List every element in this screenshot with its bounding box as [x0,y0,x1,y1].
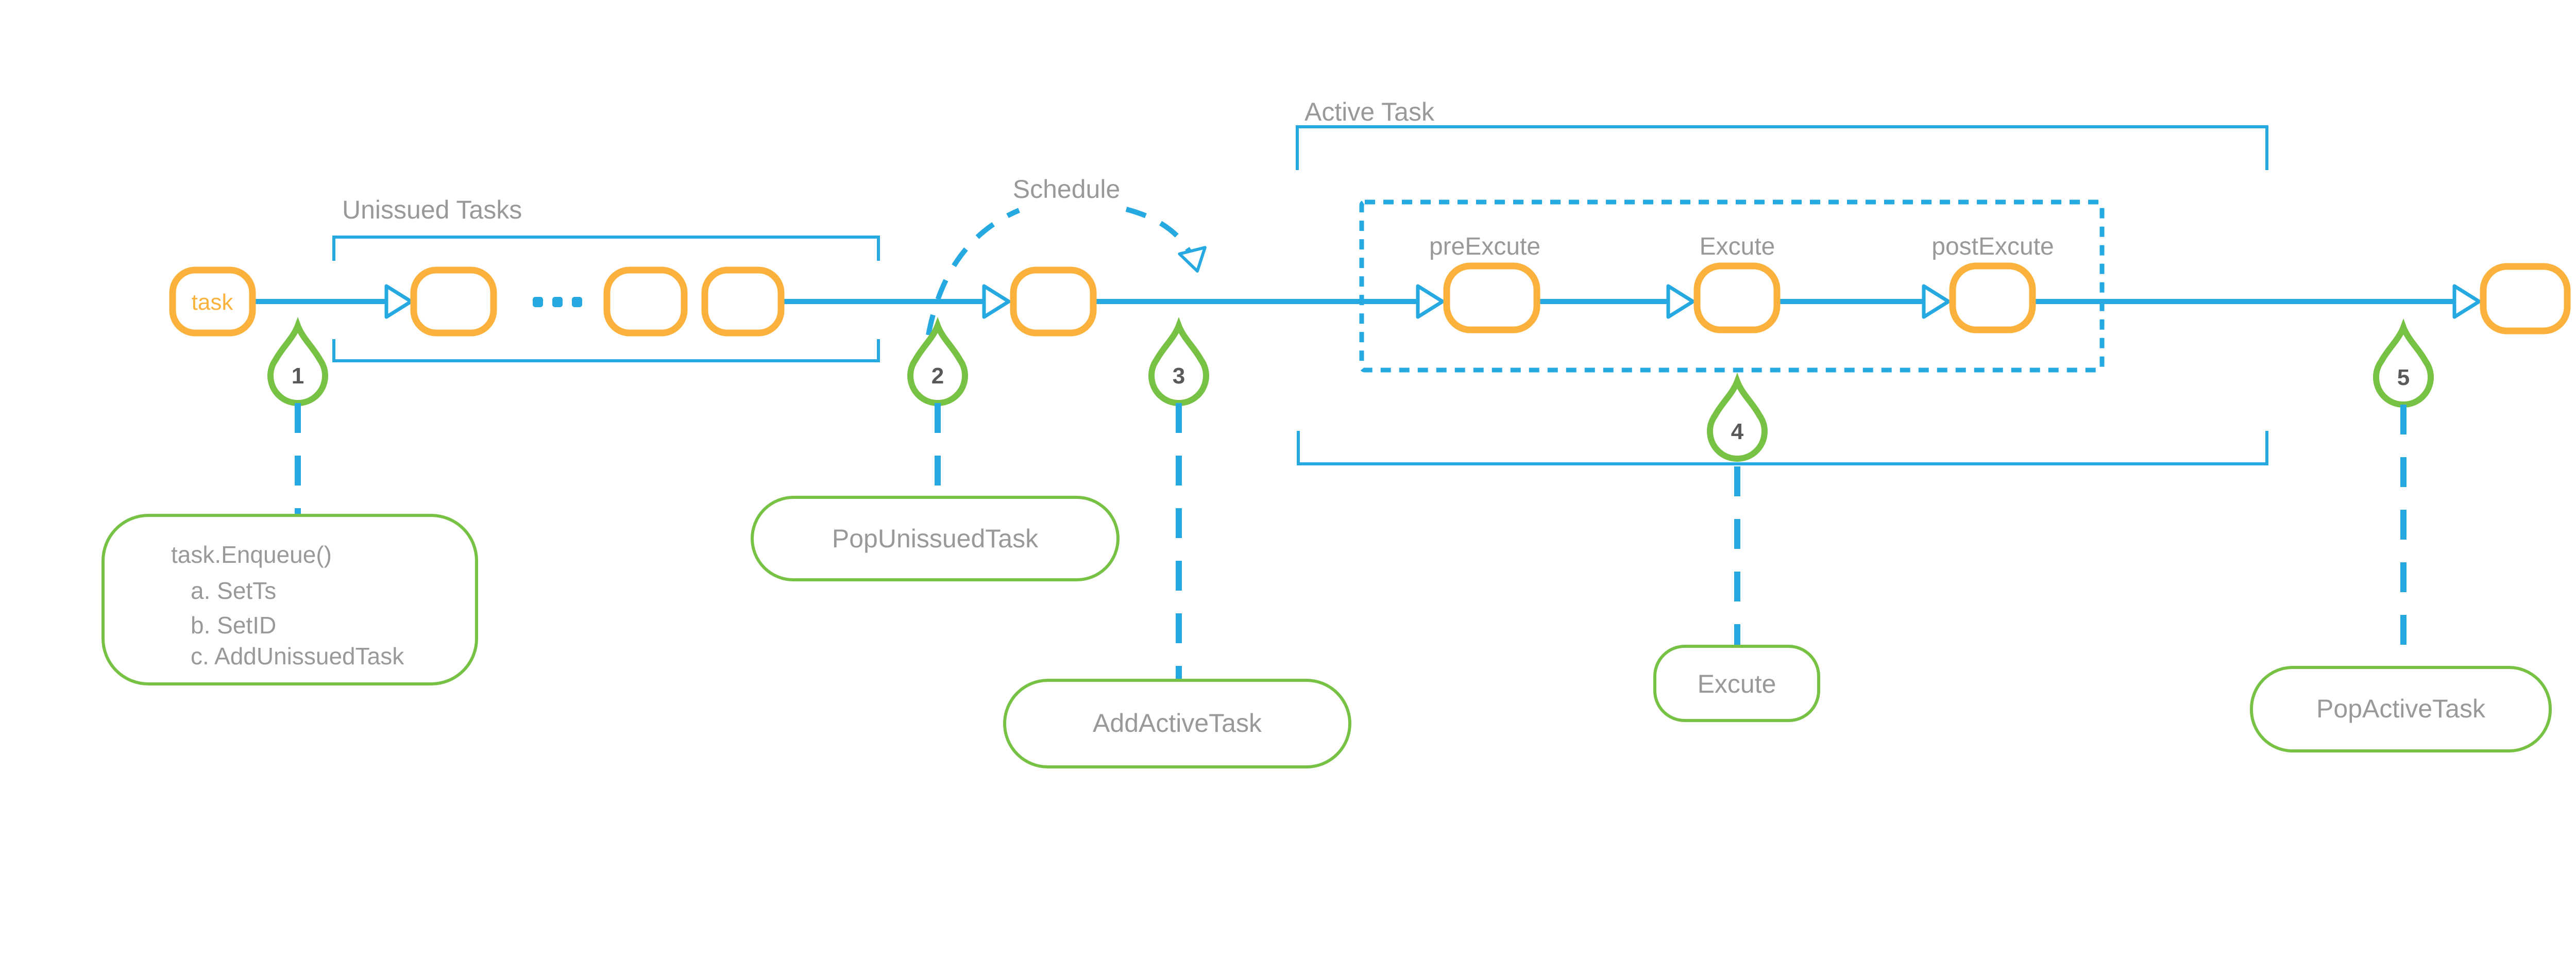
step-markers: 1 2 3 4 5 [270,326,2431,459]
marker-number: 2 [931,363,944,389]
arrowhead-icon [2454,286,2479,317]
active-task-section: Active Task preExcute Excute postExcute [1296,97,2268,465]
unissued-tasks-top-bracket [332,236,880,261]
task-node-shape [169,266,256,337]
unissued-tasks-section: Unissued Tasks [332,195,880,362]
excute-label: Excute [1700,233,1775,260]
schedule-annotation: Schedule [926,175,1210,336]
callout-text-line: b. SetID [191,612,276,639]
callout-enqueue: task.Enqueue() a. SetTs b. SetID c. AddU… [101,514,478,685]
callout-text: Excute [1698,669,1776,698]
unissued-queue-node [701,266,785,337]
active-task-label: Active Task [1304,97,1435,126]
callout-text: PopUnissuedTask [832,524,1039,553]
marker-connectors [295,403,2406,680]
pre-excute-node [1443,262,1540,333]
done-node [2480,263,2571,334]
arrowhead-icon [984,286,1009,317]
ellipsis-dot [552,297,563,307]
arrowhead-icon [1924,286,1948,317]
schedule-node [1010,266,1097,337]
task-node: task [169,266,256,337]
queue-ellipsis-icon [533,297,582,307]
schedule-label: Schedule [1013,175,1121,204]
callout-add-active-task: AddActiveTask [1003,679,1351,768]
post-excute-node [1949,262,2036,333]
marker-number: 4 [1731,419,1744,444]
marker-droplet-icon: 5 [2376,327,2431,405]
unissued-tasks-label: Unissued Tasks [342,195,522,224]
task-node-label: task [192,290,234,315]
ellipsis-dot [572,297,582,307]
post-excute-label: postExcute [1931,233,2054,260]
marker-number: 1 [292,363,304,389]
unissued-queue-node [410,266,497,337]
callout-excute: Excute [1653,645,1820,722]
pre-excute-label: preExcute [1429,233,1540,260]
callout-box [101,514,478,685]
arrowhead-icon [1418,286,1443,317]
marker-droplet-icon: 3 [1151,326,1206,403]
flow-nodes: task [169,262,2571,337]
callout-text: PopActiveTask [2316,694,2486,723]
callout-box [2250,666,2552,752]
unissued-tasks-bottom-bracket [332,339,880,362]
schedule-arc-left [926,208,1020,336]
arrowhead-icon [1179,247,1210,274]
ellipsis-dot [533,297,543,307]
active-task-top-bracket [1296,125,2268,170]
callout-pop-unissued-task: PopUnissuedTask [751,496,1120,581]
callout-box [751,496,1120,581]
callout-text-line: task.Enqueue() [171,541,332,568]
callout-box [1653,645,1820,722]
callout-box [1003,679,1351,768]
marker-droplet-icon: 4 [1710,381,1765,459]
main-flow-line [251,286,2479,317]
marker-droplet-icon: 2 [910,326,965,403]
excute-node [1693,262,1781,333]
arrowhead-icon [1668,286,1693,317]
marker-number: 5 [2397,365,2410,390]
active-task-dotted-box [1359,199,2105,373]
callout-text-line: c. AddUnissuedTask [191,643,404,669]
callout-text-line: a. SetTs [191,577,276,604]
unissued-queue-node [603,266,688,337]
callout-pop-active-task: PopActiveTask [2250,666,2552,752]
callout-text: AddActiveTask [1093,709,1262,738]
active-task-bottom-bracket [1297,431,2268,465]
arrowhead-icon [386,286,411,317]
marker-droplet-icon: 1 [270,326,325,403]
marker-number: 3 [1173,363,1185,389]
